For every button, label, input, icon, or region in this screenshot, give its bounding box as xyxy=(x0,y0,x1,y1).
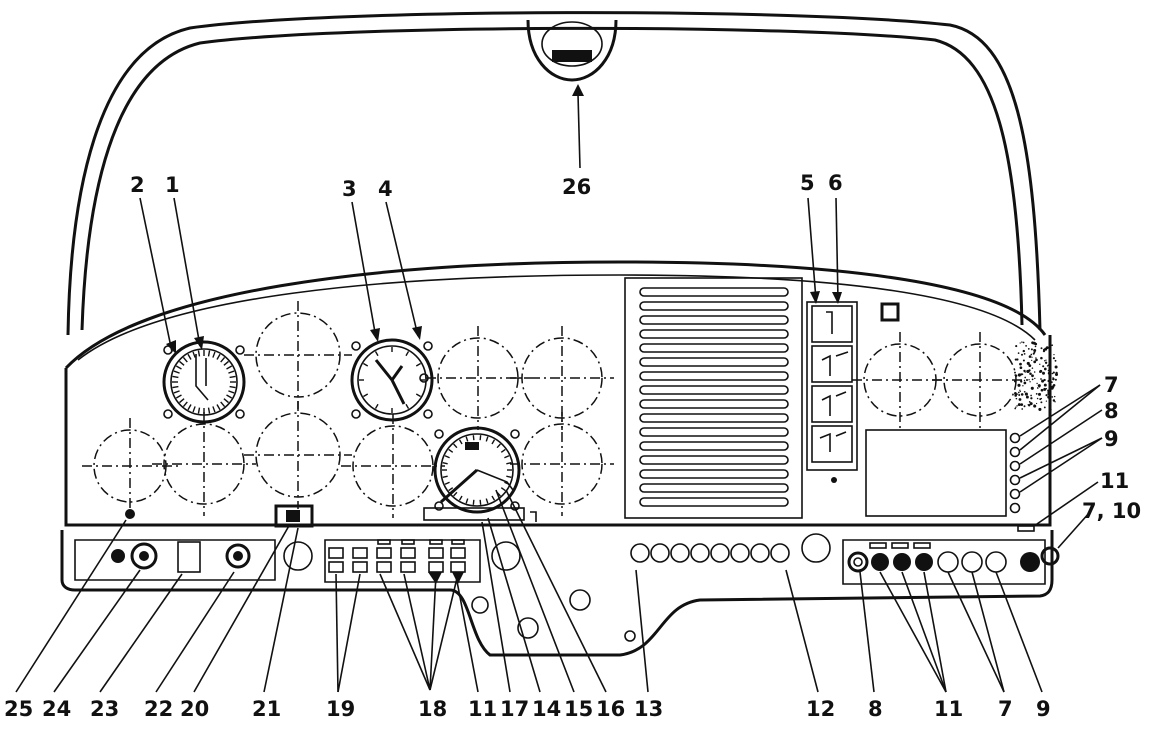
lower-subpanel xyxy=(60,530,1054,657)
callout-15: 15 xyxy=(564,697,593,721)
callout-6: 6 xyxy=(828,171,843,195)
callout-22: 22 xyxy=(144,697,173,721)
callout-7-10-right: 7, 10 xyxy=(1082,499,1141,523)
callout-11-bottom-right: 11 xyxy=(934,697,963,721)
callout-24: 24 xyxy=(42,697,71,721)
left-subpanel-controls xyxy=(111,541,251,573)
right-knobs xyxy=(1009,432,1021,514)
callout-20: 20 xyxy=(180,697,209,721)
display-box xyxy=(865,429,1007,517)
switch-21 xyxy=(274,504,314,528)
indicator-25 xyxy=(125,509,135,519)
callout-25: 25 xyxy=(4,697,33,721)
callout-18: 18 xyxy=(418,697,447,721)
callout-7-bottom: 7 xyxy=(998,697,1013,721)
callout-21: 21 xyxy=(252,697,281,721)
callout-7-right: 7 xyxy=(1104,373,1119,397)
callout-11-right: 11 xyxy=(1100,469,1129,493)
leader-lines xyxy=(15,197,1103,693)
callout-14: 14 xyxy=(532,697,561,721)
indicator-bar xyxy=(423,507,525,521)
clock-instrument xyxy=(350,338,434,422)
radio-vent-grille xyxy=(624,277,803,519)
circuit-breakers xyxy=(630,543,790,563)
callout-16: 16 xyxy=(596,697,625,721)
callout-4: 4 xyxy=(378,177,393,201)
callout-26: 26 xyxy=(562,175,591,199)
tachometer-instrument xyxy=(433,426,521,514)
callout-5: 5 xyxy=(800,171,815,195)
empty-instrument-holes xyxy=(82,301,1028,518)
callout-2: 2 xyxy=(130,173,145,197)
arrowheads xyxy=(166,291,842,584)
bracket-mark xyxy=(530,511,537,522)
callout-3: 3 xyxy=(342,177,357,201)
callout-17: 17 xyxy=(500,697,529,721)
speckle-texture xyxy=(1013,341,1059,411)
airspeed-indicator xyxy=(162,340,246,424)
switch-row xyxy=(328,539,466,573)
main-panel xyxy=(64,335,1052,527)
callout-19: 19 xyxy=(326,697,355,721)
magnetic-compass xyxy=(526,19,618,169)
indicator-square xyxy=(880,302,900,322)
callout-23: 23 xyxy=(90,697,119,721)
glareshield xyxy=(64,260,1047,370)
callout-9-bottom: 9 xyxy=(1036,697,1051,721)
callout-11-bottom: 11 xyxy=(468,697,497,721)
callout-labels: 2 1 3 4 26 5 6 7 8 9 11 7, 10 25 24 23 2… xyxy=(4,171,1141,721)
callout-13: 13 xyxy=(634,697,663,721)
callout-8-right: 8 xyxy=(1104,399,1119,423)
callout-8-bottom: 8 xyxy=(868,697,883,721)
callout-1: 1 xyxy=(165,173,180,197)
right-subpanel-controls xyxy=(847,525,1060,573)
callout-12: 12 xyxy=(806,697,835,721)
callout-9-right: 9 xyxy=(1104,427,1119,451)
annunciator-strip xyxy=(806,301,858,483)
windshield-frame xyxy=(66,11,1042,336)
